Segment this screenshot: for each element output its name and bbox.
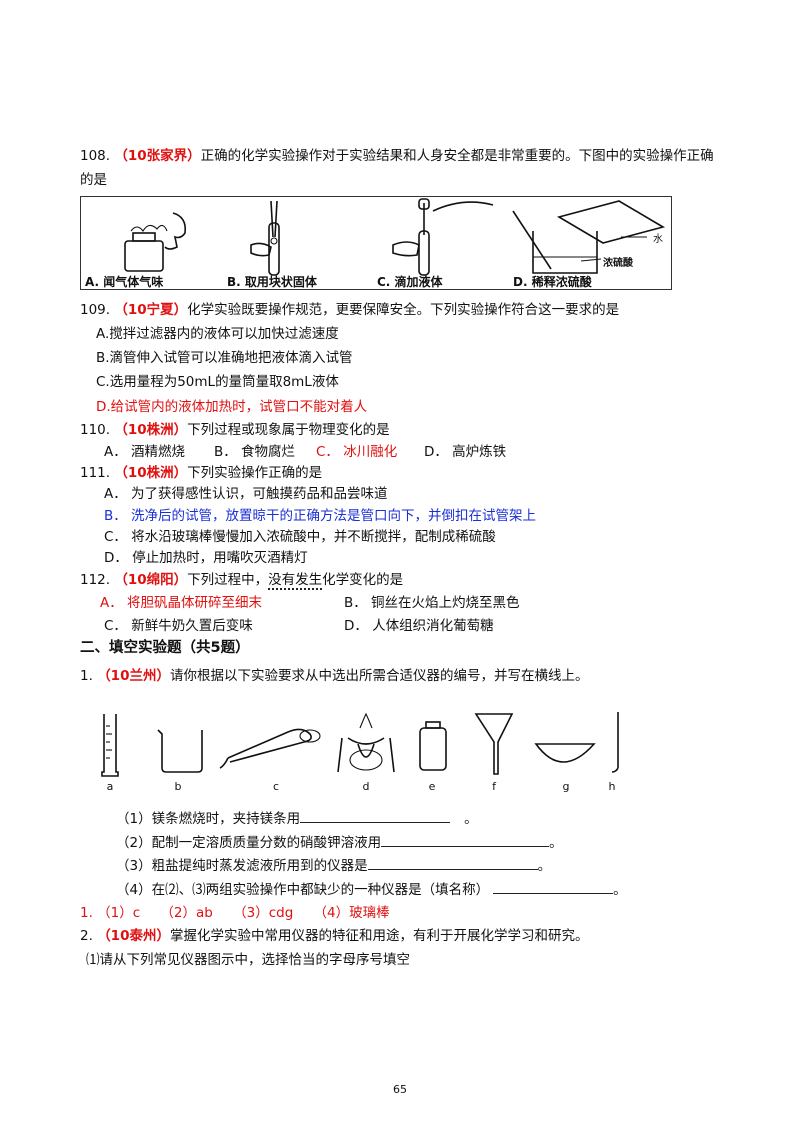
q111-option-a: A． 为了获得感性认识，可触摸药品和品尝味道 (104, 486, 388, 502)
f1-item-3-text: （3）粗盐提纯时蒸发滤液所用到的仪器是 (116, 858, 368, 874)
q112-stem-b: 化学变化的是 (322, 572, 404, 588)
q112-number: 112. (80, 572, 111, 588)
q110-option-c: C． 冰川融化 (316, 444, 398, 460)
q110-number: 110. (80, 422, 111, 438)
q109-option-d: D.给试管内的液体加热时，试管口不能对着人 (96, 399, 368, 415)
caption-c: C. 滴加液体 (377, 275, 443, 289)
label-b: b (174, 780, 182, 793)
f1-instruments-figure: a b c d e f g h (96, 708, 636, 794)
q112-option-d: D． 人体组织消化葡萄糖 (344, 618, 494, 634)
f1-answer: 1. （1）c （2）ab （3）cdg （4）玻璃棒 (80, 905, 390, 921)
f2-number: 2. (80, 928, 93, 944)
label-g: g (562, 780, 570, 793)
q110-option-d: D． 高炉炼铁 (424, 444, 507, 460)
label-e: e (428, 780, 436, 793)
f1-item-1: （1）镁条燃烧时，夹持镁条用 。 (116, 808, 478, 829)
f1-item-2: （2）配制一定溶质质量分数的硝酸钾溶液用 。 (116, 832, 563, 853)
f1-number: 1. (80, 668, 93, 684)
label-a: a (106, 780, 114, 793)
q111-stem: 下列实验操作正确的是 (187, 465, 323, 481)
q111-option-d: D． 停止加热时，用嘴吹灭酒精灯 (104, 550, 308, 566)
q110-source-tag: （10株洲） (114, 422, 188, 438)
q108-figure-drawing (124, 198, 666, 276)
q112-source-tag: （10绵阳） (114, 572, 188, 588)
f1-item-3-blank[interactable] (367, 855, 538, 870)
f1-item-2-text: （2）配制一定溶质质量分数的硝酸钾溶液用 (116, 835, 382, 851)
q110-stem: 下列过程或现象属于物理变化的是 (187, 422, 390, 438)
caption-b: B. 取用块状固体 (227, 275, 317, 289)
instrument-f-funnel (474, 713, 514, 775)
instrument-d-lamp-stand (337, 712, 395, 773)
q109-option-b: B.滴管伸入试管可以准确地把液体滴入试管 (96, 350, 353, 366)
label-water: 水 (653, 234, 663, 245)
q111-source-tag: （10株洲） (114, 465, 188, 481)
instrument-a-cylinder (101, 714, 119, 777)
q108-source-tag: （10张家界） (114, 148, 201, 164)
f1-item-2-blank[interactable] (381, 832, 550, 847)
instrument-b-beaker (157, 729, 203, 773)
f1-item-3: （3）粗盐提纯时蒸发滤液所用到的仪器是 。 (116, 855, 551, 876)
f2-source-tag: （10泰州） (97, 928, 170, 944)
instrument-g-dish (534, 743, 596, 763)
instrument-h-rod (611, 712, 619, 773)
f1-item-3-end: 。 (537, 858, 552, 874)
q110-option-b: B． 食物腐烂 (214, 444, 296, 460)
q111-option-b: B． 洗净后的试管，放置晾干的正确方法是管口向下，并倒扣在试管架上 (104, 508, 537, 524)
smell-gas-illustration (124, 212, 187, 272)
f1-item-4-text: （4）在⑵、⑶两组实验操作中都缺少的一种仪器是（填名称） (116, 882, 490, 898)
q109-option-c: C.选用量程为50mL的量筒量取8mL液体 (96, 374, 339, 390)
q112-option-b: B． 铜丝在火焰上灼烧至黑色 (344, 595, 520, 611)
f1-stem: 请你根据以下实验要求从中选出所需合适仪器的编号，并写在横线上。 (169, 668, 589, 684)
q111-line1: 111. （10株洲）下列实验操作正确的是 (80, 463, 322, 483)
caption-a: A. 闻气体气味 (85, 275, 164, 289)
q109-line1: 109. （10宁夏）化学实验既要操作规范，更要保障安全。下列实验操作符合这一要… (80, 300, 619, 320)
dilute-acid-illustration (512, 200, 666, 274)
f1-source-tag: （10兰州） (97, 668, 170, 684)
f1-item-4-blank[interactable] (493, 879, 614, 894)
instrument-e-bottle (419, 721, 447, 771)
f1-item-1-end: 。 (464, 811, 478, 827)
add-liquid-illustration (392, 198, 494, 276)
q108-number: 108. (80, 148, 111, 164)
q109-source-tag: （10宁夏） (114, 302, 188, 318)
label-conc-sulfuric-acid: 浓硫酸 (603, 258, 633, 269)
label-c: c (272, 780, 280, 793)
q111-number: 111. (80, 465, 111, 481)
section-heading: 二、填空实验题（共5题） (80, 640, 250, 656)
label-d: d (362, 780, 370, 793)
page-number: 65 (393, 1083, 407, 1096)
q112-line1: 112. （10绵阳）下列过程中，没有发生化学变化的是 (80, 570, 403, 590)
f2-line1: 2. （10泰州）掌握化学实验中常用仪器的特征和用途，有利于开展化学学习和研究。 (80, 926, 588, 946)
q108-figure: 水 浓硫酸 A. 闻气体气味 B. 取用块状固体 C. 滴加液体 D. 稀释浓硫… (80, 196, 672, 290)
q110-line1: 110. （10株洲）下列过程或现象属于物理变化的是 (80, 420, 390, 440)
q112-option-c: C． 新鲜牛奶久置后变味 (104, 618, 253, 634)
f2-stem: 掌握化学实验中常用仪器的特征和用途，有利于开展化学学习和研究。 (169, 928, 589, 944)
q109-number: 109. (80, 302, 111, 318)
f1-item-4: （4）在⑵、⑶两组实验操作中都缺少的一种仪器是（填名称） 。 (116, 879, 627, 900)
q108-line1: 108. （10张家界）正确的化学实验操作对于实验结果和人身安全都是非常重要的。… (80, 146, 714, 166)
instruments-drawing (101, 712, 619, 777)
f1-item-2-end: 。 (549, 835, 563, 851)
q111-option-c: C． 将水沿玻璃棒慢慢加入浓硫酸中，并不断搅拌，配制成稀硫酸 (104, 529, 496, 545)
q112-option-a: A． 将胆矾晶体研碎至细末 (100, 595, 263, 611)
f1-item-1-blank[interactable] (300, 808, 451, 823)
q110-option-a: A． 酒精燃烧 (104, 444, 186, 460)
label-h: h (608, 780, 616, 793)
f1-line1: 1. （10兰州）请你根据以下实验要求从中选出所需合适仪器的编号，并写在横线上。 (80, 666, 588, 686)
f2-sub: ⑴请从下列常见仪器图示中，选择恰当的字母序号填空 (86, 952, 410, 968)
f1-item-4-end: 。 (613, 882, 627, 898)
q112-stem-emphasis: 没有发生 (268, 572, 323, 590)
q108-stem: 正确的化学实验操作对于实验结果和人身安全都是非常重要的。下图中的实验操作正确 (200, 148, 714, 164)
caption-d: D. 稀释浓硫酸 (513, 275, 592, 289)
q109-stem: 化学实验既要操作规范，更要保障安全。下列实验操作符合这一要求的是 (187, 302, 620, 318)
f1-item-1-text: （1）镁条燃烧时，夹持镁条用 (116, 811, 301, 827)
q108-stem-cont: 的是 (80, 172, 107, 188)
q109-option-a: A.搅拌过滤器内的液体可以加快过滤速度 (96, 326, 339, 342)
q112-stem-a: 下列过程中， (187, 572, 269, 588)
instrument-c-tongs (219, 728, 321, 769)
label-f: f (492, 780, 496, 793)
solid-reagent-illustration (250, 200, 280, 276)
